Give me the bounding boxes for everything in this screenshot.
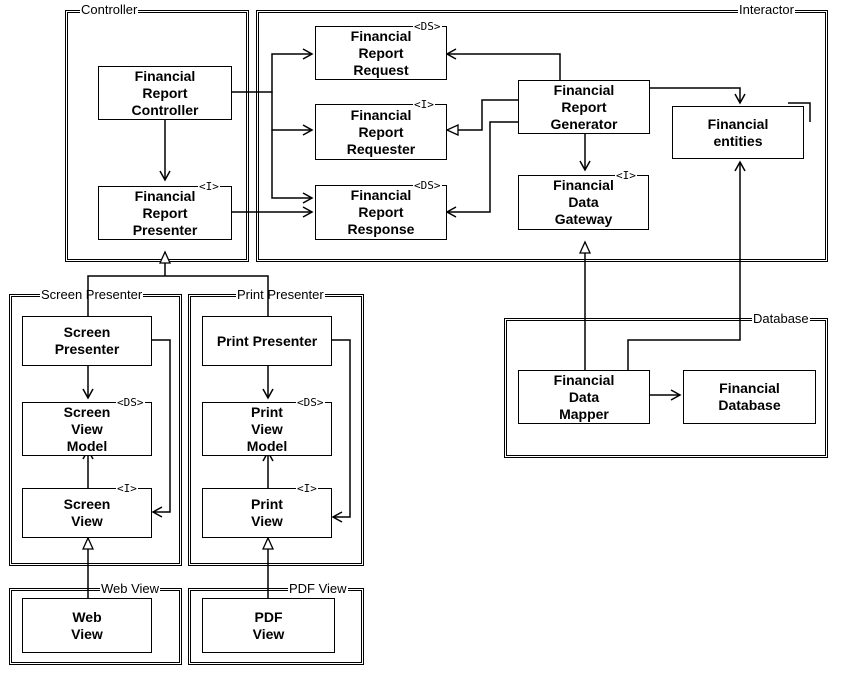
web-view-box: Web View bbox=[22, 598, 152, 653]
screen-view-model-label: Screen View Model bbox=[63, 403, 111, 454]
print-view-model-box: Print View Model bbox=[202, 402, 332, 456]
financial-database-box: Financial Database bbox=[683, 370, 816, 424]
financial-report-request-box: Financial Report Request bbox=[315, 26, 447, 80]
screen-view-box: Screen View bbox=[22, 488, 152, 538]
interactor-package-label: Interactor bbox=[738, 2, 795, 17]
screen-presenter-label: Screen Presenter bbox=[54, 324, 120, 357]
print-view-box: Print View bbox=[202, 488, 332, 538]
financial-report-response-label: Financial Report Response bbox=[347, 187, 415, 237]
gateway-stereotype: <I> bbox=[615, 169, 637, 182]
pdf-view-package bbox=[188, 588, 364, 665]
web-view-package-label: Web View bbox=[100, 581, 161, 596]
requester-stereotype: <I> bbox=[413, 98, 435, 111]
print-presenter-box: Print Presenter bbox=[202, 316, 332, 366]
screen-view-model-stereotype: <DS> bbox=[116, 396, 145, 409]
screen-view-label: Screen View bbox=[63, 496, 111, 529]
financial-report-controller-box: Financial Report Controller bbox=[98, 66, 232, 120]
financial-report-controller-label: Financial Report Controller bbox=[131, 67, 199, 118]
presenter-stereotype: <I> bbox=[198, 180, 220, 193]
financial-data-mapper-box: Financial Data Mapper bbox=[518, 370, 650, 424]
financial-report-generator-label: Financial Report Generator bbox=[550, 81, 618, 132]
controller-package-label: Controller bbox=[80, 2, 139, 17]
financial-report-requester-label: Financial Report Requester bbox=[346, 106, 416, 157]
financial-entities-box: Financial entities bbox=[672, 106, 804, 159]
print-view-model-stereotype: <DS> bbox=[296, 396, 325, 409]
print-view-label: Print View bbox=[251, 496, 283, 529]
pdf-view-package-label: PDF View bbox=[288, 581, 348, 596]
financial-report-requester-box: Financial Report Requester bbox=[315, 104, 447, 160]
financial-data-gateway-label: Financial Data Gateway bbox=[553, 177, 614, 227]
print-view-model-label: Print View Model bbox=[246, 403, 288, 454]
screen-view-stereotype: <I> bbox=[116, 482, 138, 495]
print-view-stereotype: <I> bbox=[296, 482, 318, 495]
print-presenter-label: Print Presenter bbox=[216, 332, 318, 349]
screen-presenter-package-label: Screen Presenter bbox=[40, 287, 144, 302]
financial-report-generator-box: Financial Report Generator bbox=[518, 80, 650, 134]
financial-report-response-box: Financial Report Response bbox=[315, 185, 447, 240]
financial-report-presenter-label: Financial Report Presenter bbox=[132, 187, 198, 238]
print-presenter-package-label: Print Presenter bbox=[236, 287, 325, 302]
web-view-package bbox=[9, 588, 182, 665]
web-view-label: Web View bbox=[71, 608, 103, 642]
interactor-package bbox=[256, 10, 828, 262]
request-stereotype: <DS> bbox=[413, 20, 442, 33]
controller-package bbox=[65, 10, 249, 262]
financial-data-mapper-label: Financial Data Mapper bbox=[553, 371, 615, 422]
pdf-view-label: PDF View bbox=[252, 608, 285, 642]
financial-report-presenter-box: Financial Report Presenter bbox=[98, 186, 232, 240]
response-stereotype: <DS> bbox=[413, 179, 442, 192]
financial-entities-label: Financial entities bbox=[707, 115, 769, 149]
financial-database-label: Financial Database bbox=[718, 380, 781, 413]
screen-presenter-box: Screen Presenter bbox=[22, 316, 152, 366]
database-package-label: Database bbox=[752, 311, 810, 326]
financial-report-request-label: Financial Report Request bbox=[350, 27, 412, 78]
pdf-view-box: PDF View bbox=[202, 598, 335, 653]
financial-data-gateway-box: Financial Data Gateway bbox=[518, 175, 649, 230]
screen-view-model-box: Screen View Model bbox=[22, 402, 152, 456]
database-package bbox=[504, 318, 828, 458]
